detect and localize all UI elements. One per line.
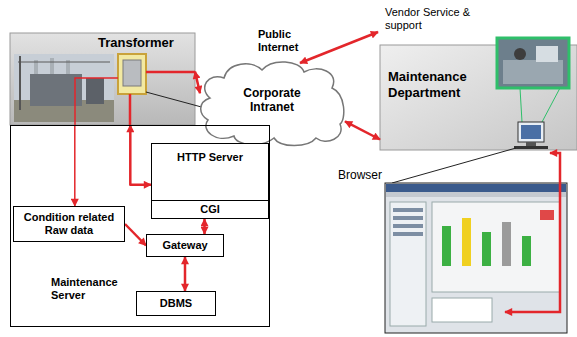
photo-person — [514, 48, 526, 60]
title-bar — [386, 184, 566, 192]
transformer-panel — [10, 33, 195, 125]
photo-desk — [503, 60, 563, 84]
menu-bar — [386, 192, 566, 197]
computer-icon — [514, 122, 548, 149]
gateway-box: Gateway — [146, 234, 224, 257]
device-housing — [118, 54, 146, 94]
bushing — [50, 58, 54, 74]
gauge-bar — [522, 236, 531, 266]
red-connector — [130, 125, 151, 185]
side-panel — [390, 202, 426, 326]
gauge-panel — [432, 202, 560, 292]
node-title: Transformer — [98, 35, 174, 51]
red-connector — [184, 257, 187, 291]
status-lamp — [540, 210, 554, 220]
screen — [521, 125, 541, 139]
node-title: Maintenance Department — [388, 69, 488, 100]
department-photo — [497, 38, 569, 122]
red-connector — [125, 224, 146, 246]
red-connector — [74, 125, 76, 206]
dbms-box: DBMS — [136, 291, 216, 316]
red-link — [75, 78, 118, 125]
leader-line — [392, 148, 516, 183]
gauge-bar — [462, 218, 471, 266]
node-title: Corporate Intranet — [237, 86, 307, 115]
red-connector — [203, 219, 206, 234]
red-link — [146, 71, 195, 74]
keyboard — [514, 146, 548, 149]
monitoring-device — [118, 54, 146, 94]
device-unit — [123, 60, 141, 86]
transformer-photo — [14, 54, 114, 122]
transformer-panel: Transformer — [10, 33, 195, 125]
department-panel — [380, 45, 577, 150]
radiator — [86, 78, 104, 104]
vendor-label: Vendor Service & support — [385, 6, 481, 32]
node-title: DBMS — [160, 297, 192, 310]
red-arrow — [505, 153, 560, 312]
server-frame: Maintenance Server HTTP ServerCGI Conditio… — [10, 125, 270, 327]
node-subtitle: CGI — [152, 200, 268, 218]
menu-item — [393, 224, 423, 228]
data-field — [432, 298, 492, 322]
overhead-wire — [18, 62, 110, 63]
pole — [19, 56, 21, 110]
cloud-outline — [201, 62, 344, 146]
http-server-box: HTTP ServerCGI — [151, 143, 269, 219]
intranet-cloud: Corporate Intranet — [200, 58, 345, 146]
browser-screenshot — [385, 183, 567, 333]
transformer-tank — [30, 74, 82, 106]
gauge-bar — [442, 226, 451, 266]
raw-data-box: Condition related Raw data — [13, 206, 125, 242]
node-title: Maintenance Server — [51, 276, 131, 302]
monitor — [518, 122, 544, 142]
stand — [526, 142, 536, 146]
node-title: Condition related Raw data — [18, 211, 120, 237]
node-title: HTTP Server — [152, 144, 268, 200]
photo-screen — [536, 46, 558, 62]
menu-item — [393, 216, 423, 220]
department-panel: Maintenance Department — [380, 45, 577, 150]
browser-label: Browser — [338, 168, 398, 182]
red-arrow — [300, 32, 378, 63]
photo-frame — [497, 38, 569, 88]
network-label: Public Internet — [258, 28, 308, 54]
menu-item — [393, 208, 423, 212]
red-connector — [195, 72, 200, 94]
gauge-bar — [482, 232, 491, 266]
photo-sky — [14, 54, 114, 122]
red-connector — [345, 121, 380, 139]
gauge-bar — [502, 222, 511, 266]
leader-line — [520, 88, 522, 122]
leader-line — [542, 88, 560, 122]
red-link — [129, 94, 132, 125]
screenshot-frame — [385, 183, 567, 333]
menu-item — [393, 232, 423, 236]
node-title: Gateway — [162, 239, 207, 252]
